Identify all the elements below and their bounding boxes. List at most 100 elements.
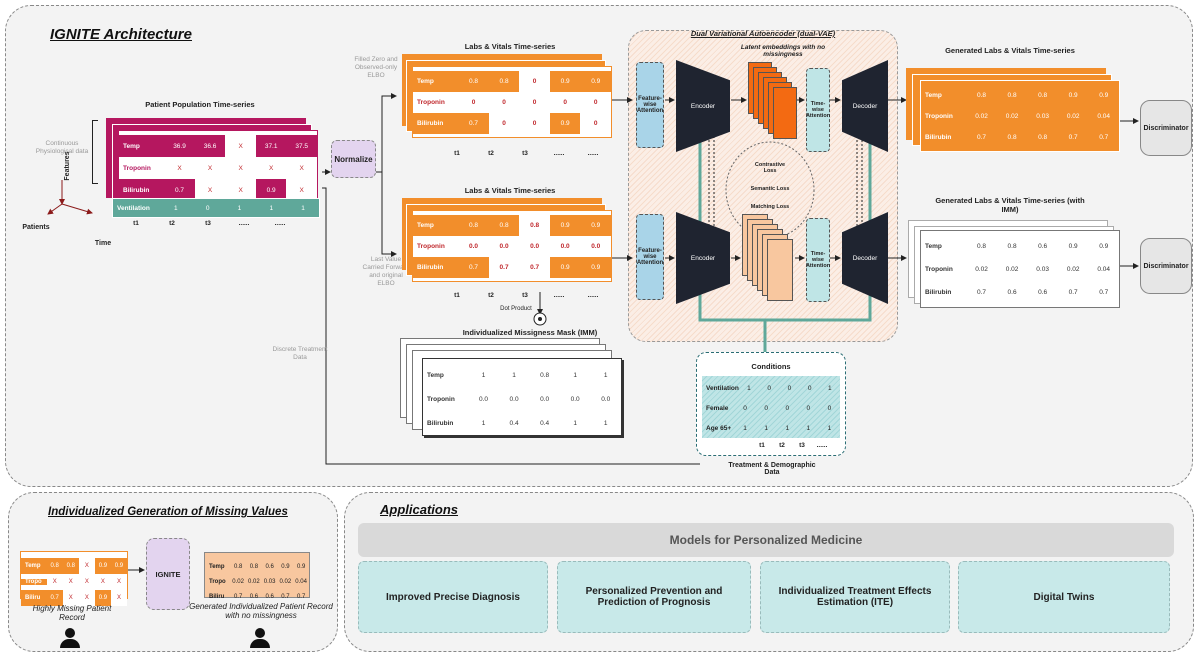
cell-value: X [62, 590, 79, 606]
row-label: Tropo [209, 578, 226, 585]
feature-attention-bottom: Feature-wise Attention [636, 214, 664, 300]
cell-value: 0 [827, 404, 832, 412]
cell-value: 0.04 [295, 578, 307, 585]
cell-value: X [68, 579, 73, 585]
row-label: Bilirubin [925, 134, 952, 141]
cell-value: 0.04 [1097, 113, 1111, 120]
latent-embedding [773, 87, 797, 139]
conditions-caption: Treatment & Demographic Data [728, 462, 816, 476]
row-label: Temp [417, 222, 434, 229]
conditions-times: t1 t2 t3...... [752, 442, 832, 449]
time-label: t2 [779, 442, 785, 449]
cell-value: 1 [603, 419, 608, 427]
cell-value: 0.9 [98, 563, 108, 569]
cell-value: 0.02 [1066, 266, 1080, 273]
cell-value: X [78, 558, 95, 574]
cell-value: 0.9 [1099, 92, 1109, 99]
cell-value: 0.6 [1038, 243, 1048, 250]
axis-patients-label: Patients [22, 224, 50, 231]
cell-value: 0.8 [249, 563, 259, 570]
cell-value: 1 [827, 424, 832, 432]
axis-features-label: Features [64, 151, 71, 181]
time-label: t2 [488, 292, 494, 299]
app-diagnosis[interactable]: Improved Precise Diagnosis [358, 561, 548, 633]
row-label: Temp [925, 92, 942, 99]
cell-value: 0.9 [296, 563, 306, 570]
cell-value: 0.8 [1007, 134, 1017, 141]
architecture-title: IGNITE Architecture [50, 26, 192, 43]
cell-value: 0 [580, 113, 611, 134]
gen-top-title: Generated Labs & Vitals Time-series [945, 46, 1075, 55]
cell-value: 0 [502, 99, 506, 106]
labs-top-title: Labs & Vitals Time-series [464, 42, 556, 51]
ignite-box[interactable]: IGNITE [146, 538, 190, 610]
time-label: t1 [454, 292, 460, 299]
conditions-title: Conditions [751, 362, 791, 371]
cell-value: 0.8 [50, 563, 59, 569]
cell-value: X [84, 579, 89, 585]
cell-value: 1 [512, 371, 516, 379]
cell-value: 0.7 [1099, 134, 1109, 141]
cell-value: 0.6 [265, 593, 274, 600]
cell-value: 0.0 [509, 395, 519, 403]
cell-value: 0.02 [279, 578, 292, 585]
cell-value: 0.9 [281, 563, 290, 570]
row-label: Bilirubin [123, 186, 150, 194]
row-label: Temp [209, 563, 225, 570]
cell-value: 0.03 [1036, 113, 1049, 120]
cell-value: 0.6 [249, 593, 259, 600]
row-label: Temp [417, 78, 434, 85]
cell-value: 0.8 [1007, 243, 1017, 250]
cell-value: 0.9 [560, 264, 570, 271]
cell-value: 0 [563, 99, 567, 106]
cell-value: 37.5 [295, 142, 309, 150]
time-label: ...... [238, 220, 250, 227]
cell-value: 0 [519, 113, 550, 134]
normalize-button[interactable]: Normalize [331, 140, 376, 178]
cell-value: X [52, 579, 57, 585]
app-prevention[interactable]: Personalized Prevention and Prediction o… [557, 561, 751, 633]
row-label: Troponin [925, 266, 953, 273]
cell-value: 0 [532, 99, 537, 106]
cell-value: 0 [807, 384, 812, 392]
imm-title: Individualized Missigness Mask (IMM) [462, 328, 598, 337]
time-label: ...... [553, 292, 565, 299]
row-label: Temp [25, 563, 41, 569]
cell-value: 0.6 [265, 563, 274, 570]
cell-value: 0.02 [975, 113, 988, 120]
app-digital-twins[interactable]: Digital Twins [958, 561, 1170, 633]
row-label: Troponin [123, 164, 151, 172]
cell-value: 0.7 [488, 257, 520, 278]
cell-value: 0.7 [281, 593, 290, 600]
time-label: t3 [799, 442, 805, 449]
cell-value: 0.4 [509, 419, 519, 427]
cell-value: 0.8 [977, 92, 987, 99]
row-label: Bilirubin [417, 120, 444, 127]
time-attention-top: Time-wise Attention [806, 68, 830, 152]
dot-product-label: Dot Product [500, 306, 532, 312]
time-label: ...... [816, 442, 828, 449]
app-ite[interactable]: Individualized Treatment Effects Estimat… [760, 561, 950, 633]
cell-value: 0 [787, 384, 792, 392]
cell-value: X [110, 590, 127, 606]
cell-value: 0.9 [1099, 243, 1109, 250]
time-label: t1 [759, 442, 765, 449]
